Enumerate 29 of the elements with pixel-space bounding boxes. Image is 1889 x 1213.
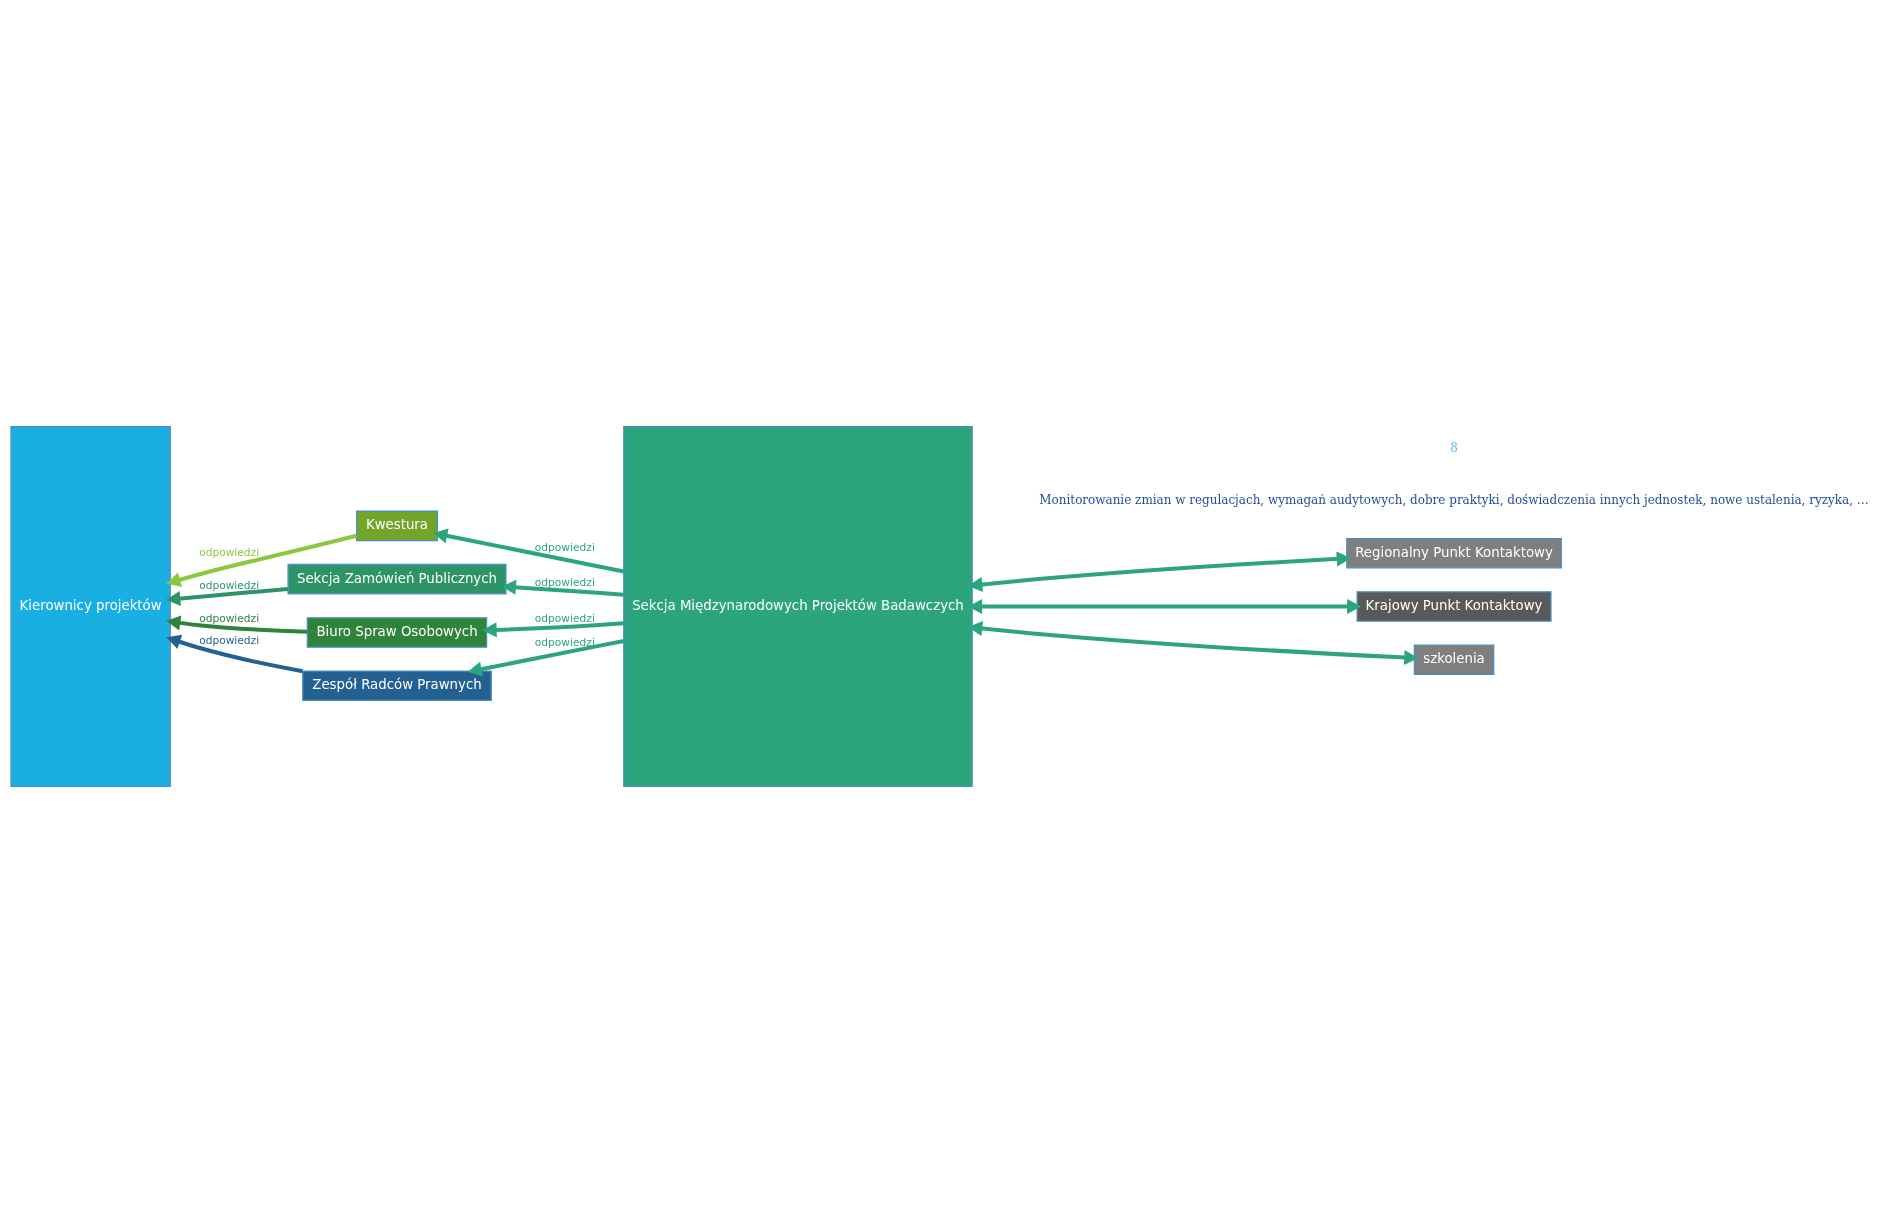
arrow (467, 638, 625, 677)
edge-label: odpowiedzi (199, 634, 260, 648)
edge-label: odpowiedzi (534, 611, 595, 625)
arrow (166, 615, 308, 634)
edge-label: odpowiedzi (534, 635, 595, 649)
arrow (501, 579, 624, 597)
arrow (968, 551, 1351, 592)
node-box: Regionalny Punkt Kontaktowy (1346, 537, 1562, 569)
node-box: szkolenia (1413, 644, 1495, 676)
edge-label: odpowiedzi (199, 579, 260, 593)
node-box: Kwestura (356, 510, 438, 542)
node-box: Sekcja Zamówień Publicznych (287, 563, 507, 595)
label: 8 (1450, 440, 1458, 455)
arrow (968, 621, 1419, 666)
node-box: Zespół Radców Prawnych (302, 670, 492, 702)
arrow (166, 586, 289, 606)
node-box: Kierownicy projektów (10, 426, 171, 787)
arrow (482, 621, 624, 638)
edge-label: odpowiedzi (199, 611, 260, 625)
node-box: Biuro Spraw Osobowych (306, 617, 488, 648)
node-box: Krajowy Punkt Kontaktowy (1356, 591, 1552, 622)
label: Monitorowanie zmian w regulacjach, wymagań audytowych, dobre praktyki, doświadczenia innych jednostek, nowe ustalenia, ryzyka, … (1039, 492, 1869, 507)
node-box: Sekcja Międzynarodowych Projektów Badawczych (623, 426, 973, 787)
edge-label: odpowiedzi (199, 546, 260, 560)
arrow (166, 634, 303, 674)
edge-label: odpowiedzi (534, 541, 595, 555)
arrow (166, 533, 357, 587)
edge-label: odpowiedzi (534, 575, 595, 589)
arrow (433, 528, 625, 574)
